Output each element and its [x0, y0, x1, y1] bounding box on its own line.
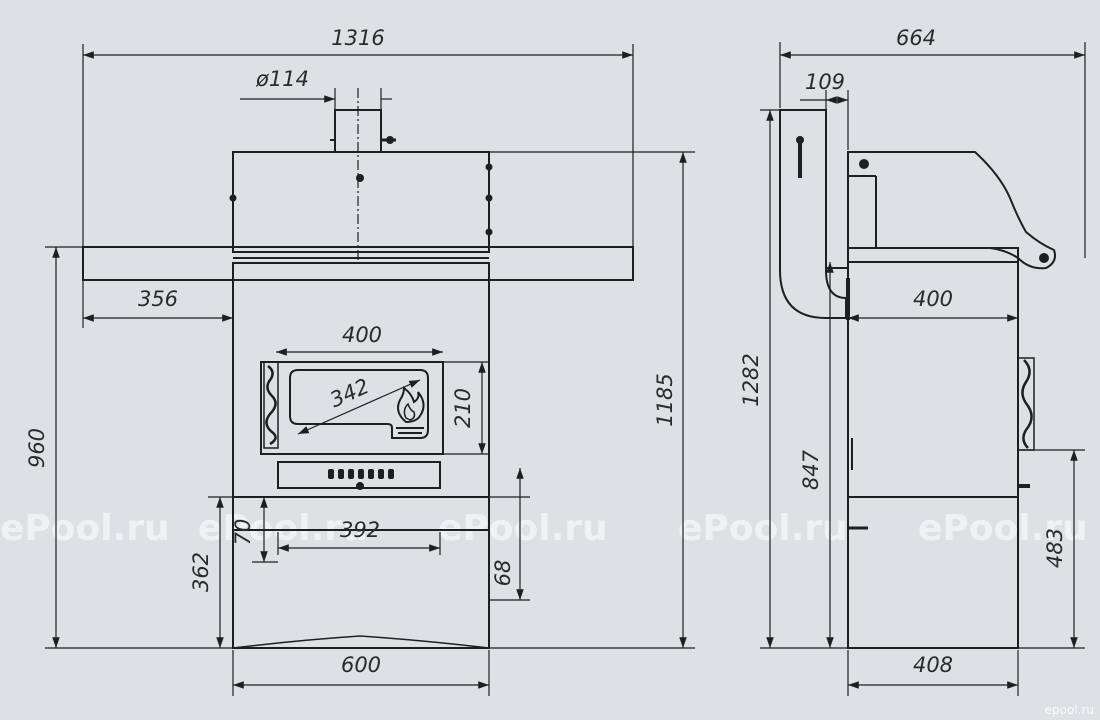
watermark-layer: ePool.ru ePool.ru ePool.ru ePool.ru ePoo… [0, 508, 1088, 549]
handle-icon [263, 361, 279, 449]
dim-ash-door-height: 70 [231, 519, 255, 546]
dim-firebox-width: 400 [342, 323, 382, 347]
dim-glass-diagonal: 342 [326, 374, 372, 412]
dimension-labels: 1316 ø114 356 400 342 210 1185 960 392 7… [25, 26, 1067, 677]
dim-drawer-height: 68 [491, 560, 515, 587]
dim-base-width: 600 [341, 653, 381, 677]
dim-height-hob: 847 [799, 449, 823, 490]
dim-overall-depth: 664 [896, 26, 936, 50]
dim-height-base: 483 [1043, 528, 1067, 568]
dim-side-shelf: 356 [138, 287, 178, 311]
dim-pipe-offset: 109 [805, 70, 845, 94]
side-chimney-pipe [779, 109, 847, 319]
side-dimension-lines [760, 42, 1086, 696]
dim-firebox-height: 210 [451, 388, 475, 428]
firebox-glass [289, 369, 429, 439]
side-view [760, 42, 1086, 696]
dim-ash-width: 392 [340, 518, 380, 542]
brand-mark: epool.ru [1045, 703, 1094, 717]
stove-body [232, 262, 490, 649]
dim-height-body: 960 [25, 428, 49, 468]
dim-height-total: 1282 [739, 353, 763, 406]
dim-base-height: 362 [189, 552, 213, 592]
dim-base-depth: 408 [913, 653, 953, 677]
watermark: ePool.ru [198, 508, 368, 549]
watermark: ePool.ru [0, 508, 170, 549]
handle-icon [1017, 357, 1035, 451]
side-hood [847, 151, 1056, 270]
dim-overall-width: 1316 [331, 26, 384, 50]
watermark: ePool.ru [918, 508, 1088, 549]
flame-icon [396, 385, 425, 434]
dim-height-overall: 1185 [653, 373, 677, 426]
dim-chimney-diameter: ø114 [255, 67, 309, 91]
air-vent-holes [328, 469, 394, 479]
firebox-door [260, 361, 444, 455]
watermark: ePool.ru [438, 508, 608, 549]
watermark: ePool.ru [678, 508, 848, 549]
dim-cook-depth: 400 [913, 287, 953, 311]
front-dimension-lines [45, 44, 695, 696]
hood [232, 151, 490, 253]
front-view [45, 44, 695, 696]
